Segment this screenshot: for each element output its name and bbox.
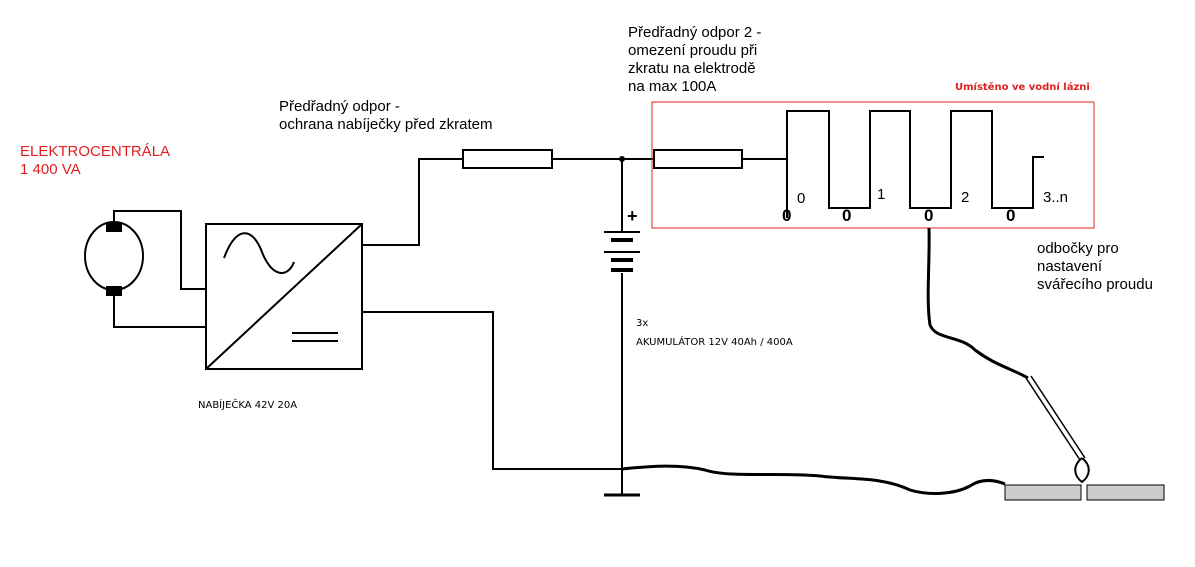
generator-label: ELEKTROCENTRÁLA 1 400 VA <box>20 143 171 178</box>
wire-gen-bottom <box>113 295 206 328</box>
charger-ac-symbol <box>223 232 295 274</box>
charger-box <box>205 223 363 370</box>
workpiece-right <box>1086 484 1165 501</box>
generator-symbol <box>84 221 144 291</box>
tap-contact-3[interactable]: 0 <box>1006 206 1016 225</box>
water-bath-frame <box>651 101 1095 229</box>
resistor-1 <box>462 149 553 169</box>
battery-plus-label: + <box>627 206 638 226</box>
tap-contact-2[interactable]: 0 <box>924 206 934 225</box>
electrode-holder-a <box>1025 377 1081 461</box>
wire-gen-top <box>113 210 206 290</box>
electrode-holder-b <box>1030 375 1086 459</box>
welding-cable <box>926 227 1029 380</box>
tap-contact-1[interactable]: 0 <box>842 206 852 225</box>
tap-label-2: 2 <box>961 189 970 206</box>
generator-brush-top <box>106 222 122 232</box>
resistor2-label: Předřadný odpor 2 - omezení proudu při z… <box>628 24 762 95</box>
tap-label-0: 0 <box>797 190 806 207</box>
taps-note-label: odbočky pro nastavení svářecího proudu <box>1037 240 1153 293</box>
charger-label: NABÍJEČKA 42V 20A <box>198 400 298 411</box>
ground-cable <box>621 464 1006 495</box>
wire-charger-plus <box>362 158 463 246</box>
tap-label-3n: 3..n <box>1043 189 1069 206</box>
generator-brush-bottom <box>106 286 122 296</box>
wire-charger-minus <box>362 311 622 470</box>
battery-label: AKUMULÁTOR 12V 40Ah / 400A <box>636 337 793 348</box>
water-bath-label: Umístěno ve vodní lázni <box>955 82 1090 93</box>
coil-resistor <box>786 110 1044 218</box>
electrode-tip <box>1074 457 1090 484</box>
resistor1-label: Předřadný odpor - ochrana nabíječky před… <box>279 98 493 133</box>
resistor-2 <box>653 149 743 169</box>
tap-label-1: 1 <box>877 186 886 203</box>
battery-count-label: 3x <box>636 318 649 329</box>
workpiece-left <box>1004 484 1082 501</box>
tap-contact-0[interactable]: 0 <box>782 206 792 225</box>
charger-diagonal <box>205 223 363 370</box>
